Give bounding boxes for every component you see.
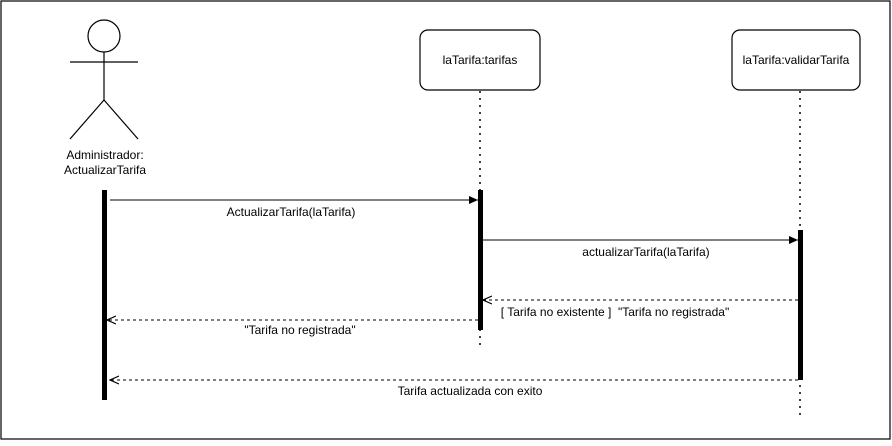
lifeline-box-validar-tarifa bbox=[731, 29, 861, 91]
activation-bar-tarifas bbox=[478, 190, 483, 330]
message-label-2: actualizarTarifa(laTarifa) bbox=[582, 245, 709, 259]
activation-bar-validar-tarifa bbox=[798, 230, 803, 380]
lifeline-label-validar-tarifa: laTarifa:validarTarifa bbox=[743, 53, 850, 67]
message-label-3: [ Tarifa no existente ] "Tarifa no regis… bbox=[501, 305, 729, 319]
lifeline-box-tarifas bbox=[419, 29, 541, 91]
message-label-4: "Tarifa no registrada" bbox=[244, 323, 355, 337]
actor-name-line-1: Administrador: bbox=[66, 148, 143, 162]
lifeline-label-tarifas: laTarifa:tarifas bbox=[443, 53, 518, 67]
activation-bar-administrador bbox=[102, 190, 107, 400]
actor-stick-figure-icon bbox=[69, 19, 139, 140]
message-label-5: Tarifa actualizada con exito bbox=[398, 384, 543, 398]
actor-name-line-2: ActualizarTarifa bbox=[64, 163, 146, 177]
message-label-1: ActualizarTarifa(laTarifa) bbox=[227, 205, 356, 219]
